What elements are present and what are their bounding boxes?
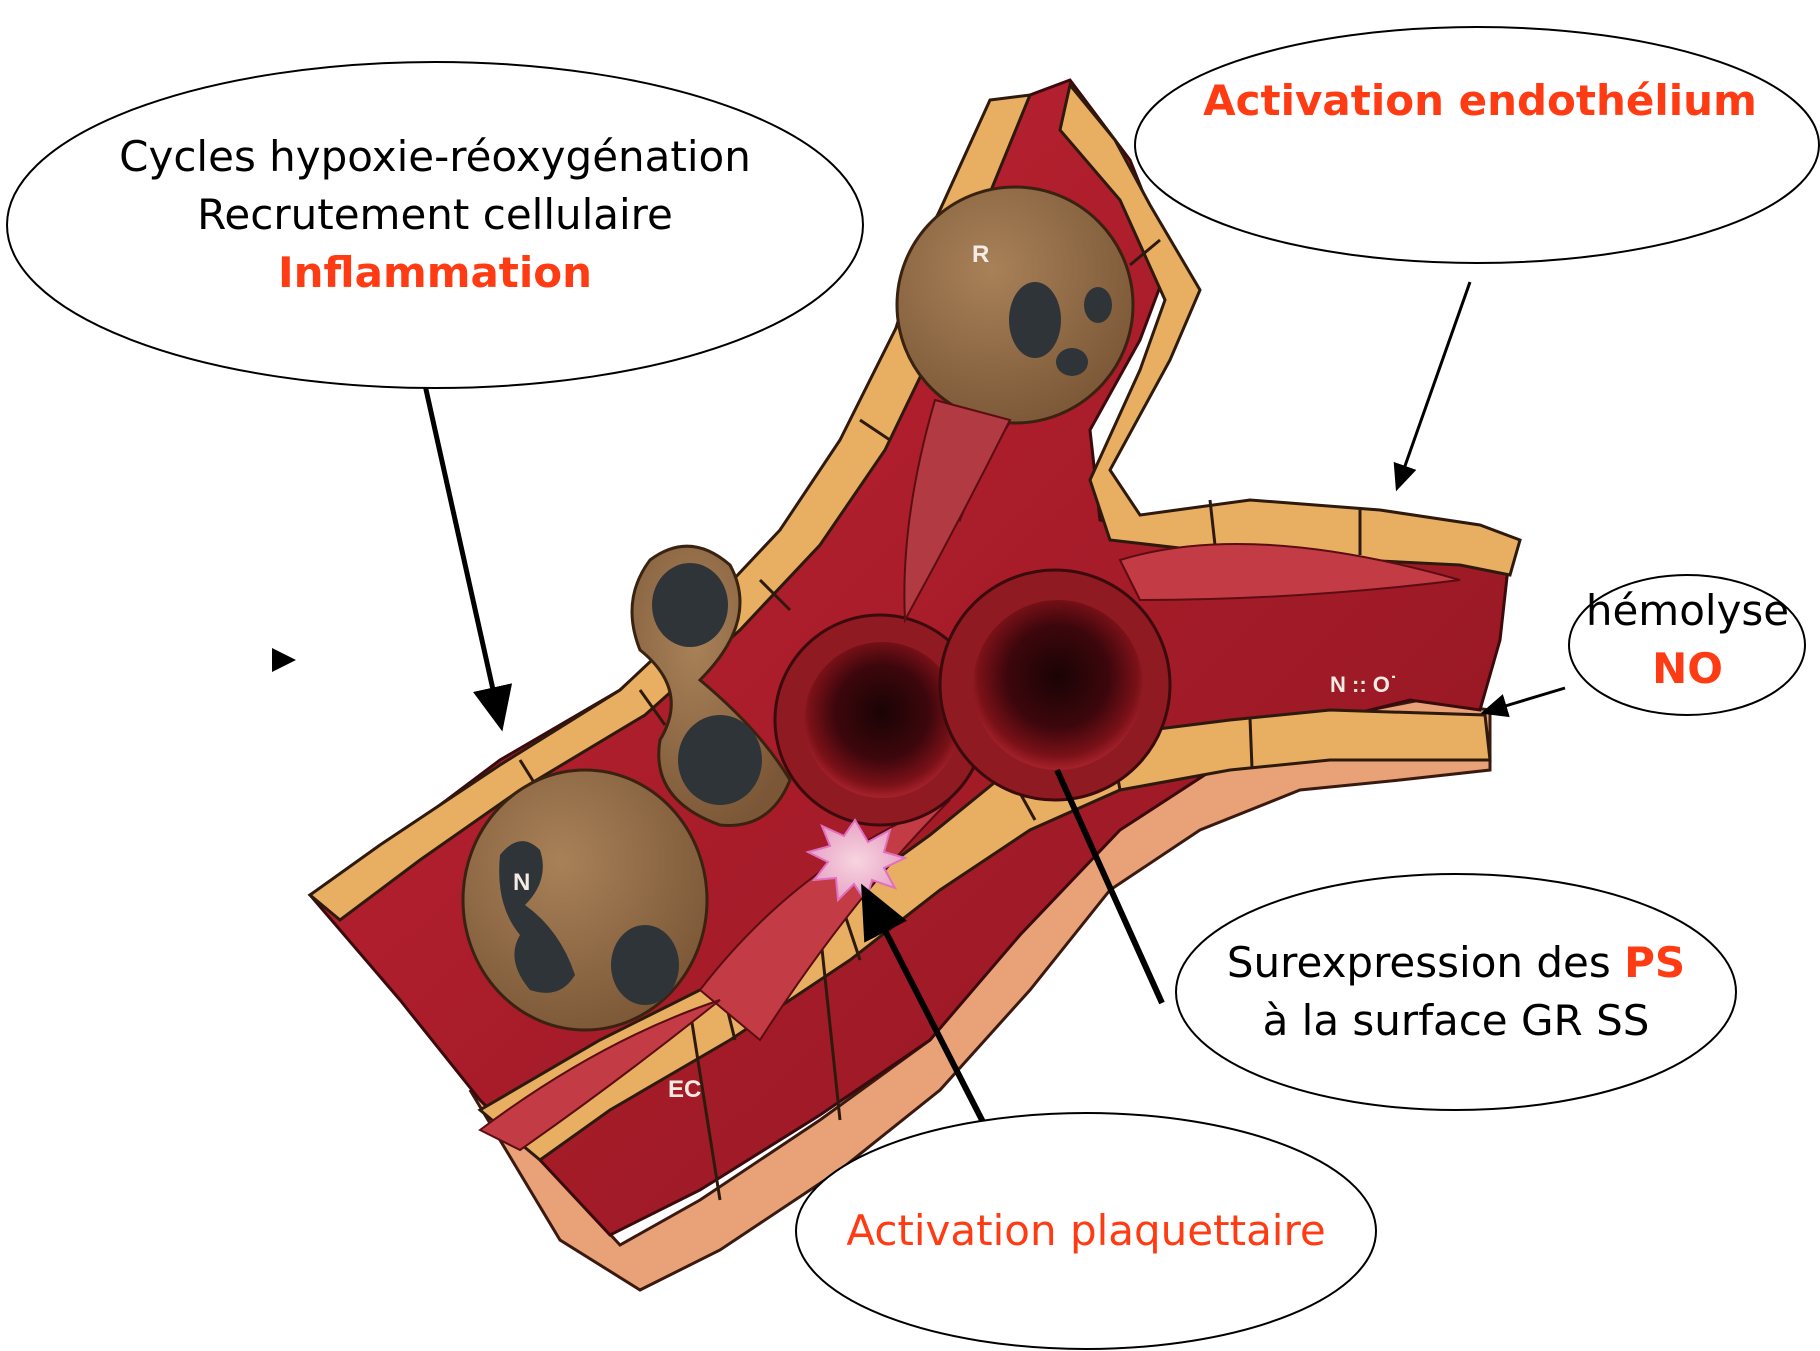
bubble-endothelium-text: Activation endothélium <box>1180 72 1780 130</box>
bubble-hemolyse-text: hémolyse NO <box>1575 582 1800 698</box>
ps-prefix: Surexpression des <box>1227 938 1624 987</box>
slide-marker-icon <box>272 648 296 672</box>
bubble-inflammation-text: Cycles hypoxie-réoxygénation Recrutement… <box>60 128 810 302</box>
inflammation-line1: Cycles hypoxie-réoxygénation <box>60 128 810 186</box>
endothelial-cell-label: EC <box>668 1076 701 1103</box>
nitric-oxide-label: N :: O˙ <box>1330 672 1397 697</box>
red-blood-cell-right <box>940 570 1170 800</box>
arrow-hemolyse <box>1492 688 1565 710</box>
arrow-endothelium <box>1400 282 1470 480</box>
neutrophil-cell: N <box>463 770 707 1030</box>
bubble-endothelium <box>1135 27 1819 263</box>
hemolyse-line2: NO <box>1575 640 1800 698</box>
bubble-plaquettes-text: Activation plaquettaire <box>806 1202 1366 1260</box>
hemolyse-line1: hémolyse <box>1575 582 1800 640</box>
arrow-inflammation <box>425 385 498 712</box>
bubble-ps-text: Surexpression des PS à la surface GR SS <box>1200 934 1712 1050</box>
endothelium-label: Activation endothélium <box>1203 76 1757 125</box>
neutrophil-label: N <box>513 869 530 896</box>
inflammation-line2: Recrutement cellulaire <box>60 186 810 244</box>
ps-line2: à la surface GR SS <box>1200 992 1712 1050</box>
plaquettes-label: Activation plaquettaire <box>846 1206 1325 1255</box>
reticulocyte-label: R <box>972 241 989 268</box>
ps-highlight: PS <box>1624 938 1685 987</box>
inflammation-line3: Inflammation <box>60 244 810 302</box>
